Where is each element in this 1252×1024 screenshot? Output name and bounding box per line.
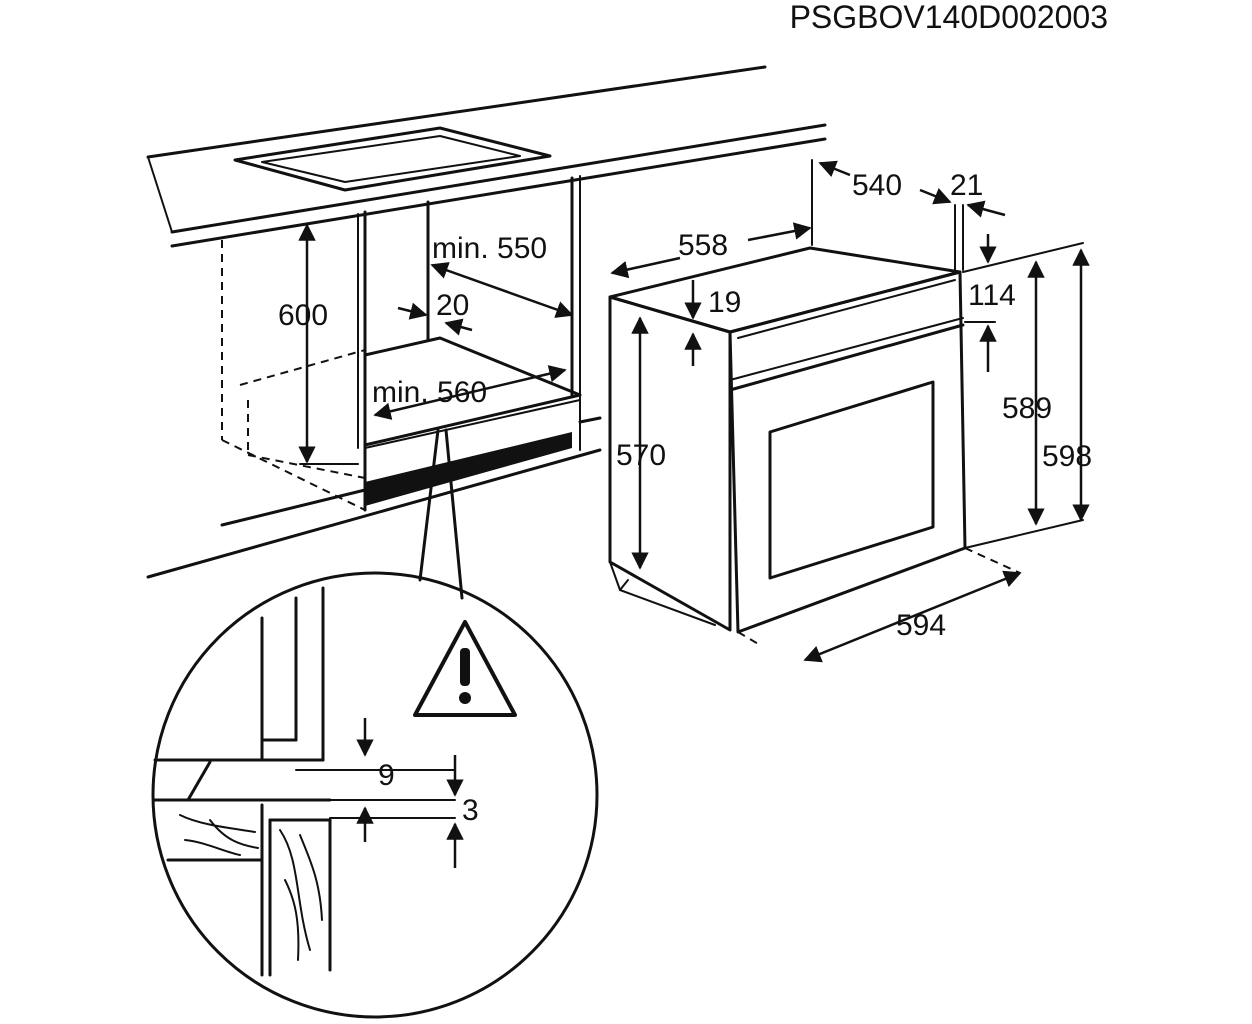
oven-body (608, 246, 967, 634)
label-niche-depth: min. 550 (432, 232, 547, 265)
label-front-height-inner: 589 (1002, 392, 1052, 425)
hob-cutout (233, 126, 552, 192)
label-body-depth: 540 (852, 169, 902, 202)
label-cabinet-height: 600 (278, 299, 328, 332)
label-front-thickness: 21 (950, 169, 983, 202)
warning-triangle-icon (413, 620, 517, 717)
plinth (365, 432, 572, 506)
dim-21-arrow (966, 200, 1006, 218)
dim-min550-line (430, 262, 574, 318)
dim-540-arrow-b (919, 188, 952, 205)
detail-callout (151, 428, 599, 1019)
label-body-height: 570 (616, 439, 666, 472)
label-top-offset: 19 (708, 286, 741, 319)
detail-section (153, 586, 456, 977)
dim-min560-line (373, 365, 567, 420)
label-control-panel-height: 114 (968, 279, 1016, 312)
label-top-gap: 20 (436, 289, 469, 322)
dim-20-arrow-a (397, 302, 428, 320)
label-niche-width: min. 560 (372, 376, 487, 409)
dim-594-line (803, 570, 1022, 663)
worktop (146, 65, 827, 248)
label-front-width: 594 (896, 609, 946, 642)
label-detail-gap-top: 9 (378, 759, 395, 792)
floor (146, 416, 602, 579)
document-code: PSGBOV140D002003 (790, 0, 1108, 35)
label-total-depth: 558 (678, 229, 728, 262)
label-detail-gap-bottom: 3 (462, 794, 479, 827)
dim-558-arrow-b (747, 222, 812, 242)
dim-20-arrow-b (444, 318, 473, 336)
label-front-height-total: 598 (1042, 440, 1092, 473)
dim-558-arrow-a (610, 256, 681, 279)
dim-540-arrow-a (818, 160, 851, 177)
